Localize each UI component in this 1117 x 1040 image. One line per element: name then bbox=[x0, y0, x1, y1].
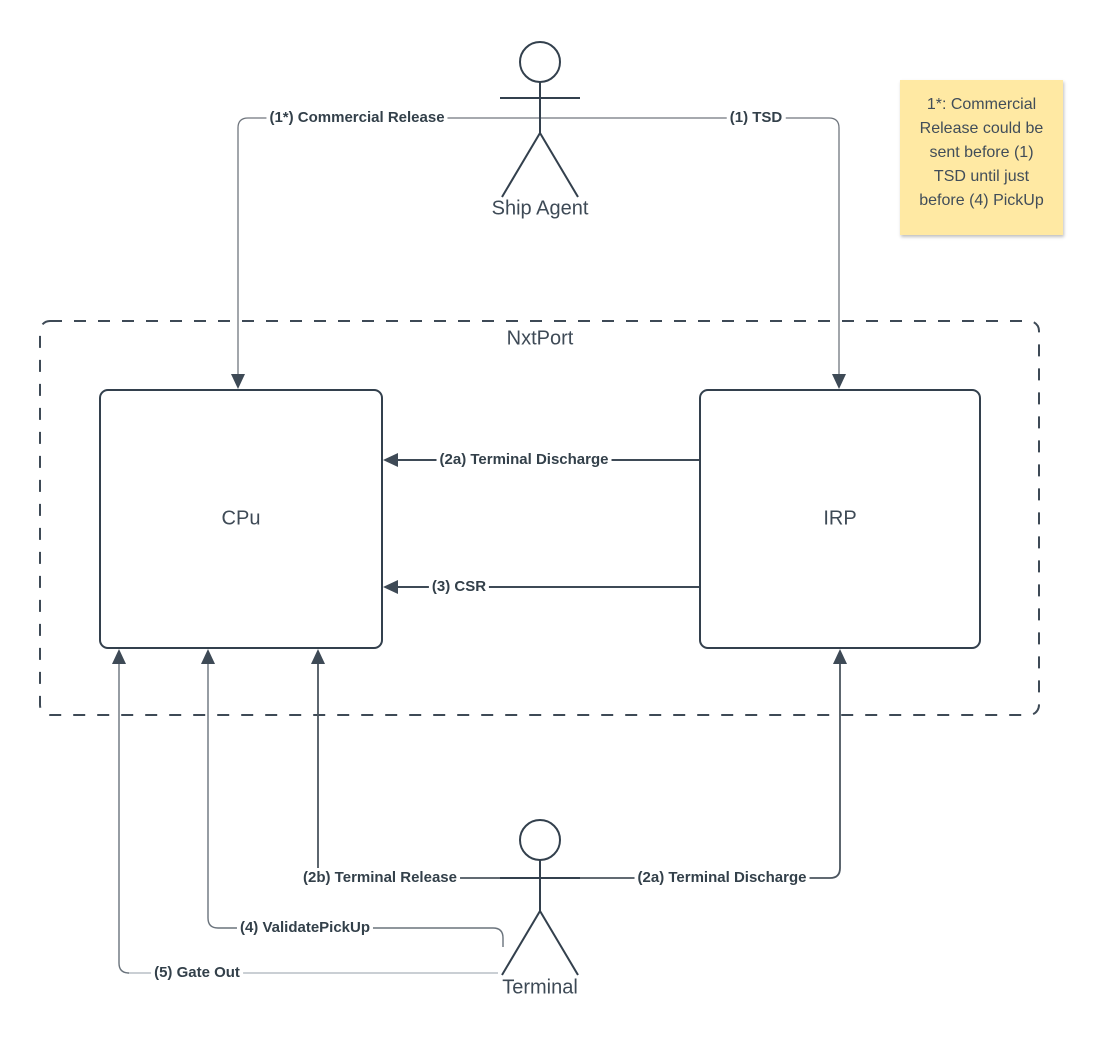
edge-commercial-release-tsd-line bbox=[237, 117, 840, 376]
irp-node-box bbox=[699, 389, 981, 649]
edge-label-tsd: (1) TSD bbox=[726, 108, 786, 128]
sticky-note-line: 1*: Commercial bbox=[926, 96, 1037, 113]
arrowhead-into-irp-top-icon bbox=[832, 374, 846, 389]
edge-gate-out-line bbox=[118, 662, 130, 974]
arrowhead-into-cpu-right-lower-icon bbox=[383, 580, 398, 594]
nxtport-container-label: NxtPort bbox=[506, 327, 574, 350]
irp-node-label: IRP bbox=[823, 507, 857, 530]
arrowhead-into-cpu-bottom-left-icon bbox=[112, 649, 126, 664]
edge-label-commercial-release: (1*) Commercial Release bbox=[266, 108, 448, 128]
terminal-label: Terminal bbox=[502, 976, 578, 999]
edge-label-csr: (3) CSR bbox=[428, 577, 490, 597]
sticky-note-line: sent before (1) bbox=[929, 144, 1034, 161]
ship-agent-label: Ship Agent bbox=[491, 197, 589, 220]
nxtport-container-box bbox=[39, 320, 1040, 716]
edge-label-gate-out: (5) Gate Out bbox=[151, 963, 243, 983]
edge-terminal-release-discharge-line bbox=[317, 662, 841, 879]
cpu-node-box bbox=[99, 389, 383, 649]
edge-label-terminal-discharge-mid: (2a) Terminal Discharge bbox=[436, 450, 612, 470]
sticky-note-line: before (4) PickUp bbox=[919, 192, 1044, 209]
arrowhead-into-cpu-right-upper-icon bbox=[383, 453, 398, 467]
edge-validate-pickup-line bbox=[207, 662, 504, 947]
cpu-node-label: CPu bbox=[221, 507, 261, 530]
arrowhead-into-cpu-bottom-middle-icon bbox=[201, 649, 215, 664]
edge-label-terminal-release: (2b) Terminal Release bbox=[300, 868, 460, 888]
terminal-actor-icon bbox=[500, 819, 580, 976]
arrowhead-into-irp-bottom-icon bbox=[833, 649, 847, 664]
sticky-note: 1*: Commercial Release could be sent bef… bbox=[900, 80, 1063, 235]
edge-label-validate-pickup: (4) ValidatePickUp bbox=[236, 918, 374, 938]
arrowhead-into-cpu-top-icon bbox=[231, 374, 245, 389]
arrowhead-into-cpu-bottom-right-icon bbox=[311, 649, 325, 664]
sticky-note-line: Release could be bbox=[919, 120, 1044, 137]
edge-label-terminal-discharge-bottom: (2a) Terminal Discharge bbox=[634, 868, 810, 888]
ship-agent-actor-icon bbox=[500, 41, 580, 198]
sticky-note-line: TSD until just bbox=[933, 168, 1030, 185]
